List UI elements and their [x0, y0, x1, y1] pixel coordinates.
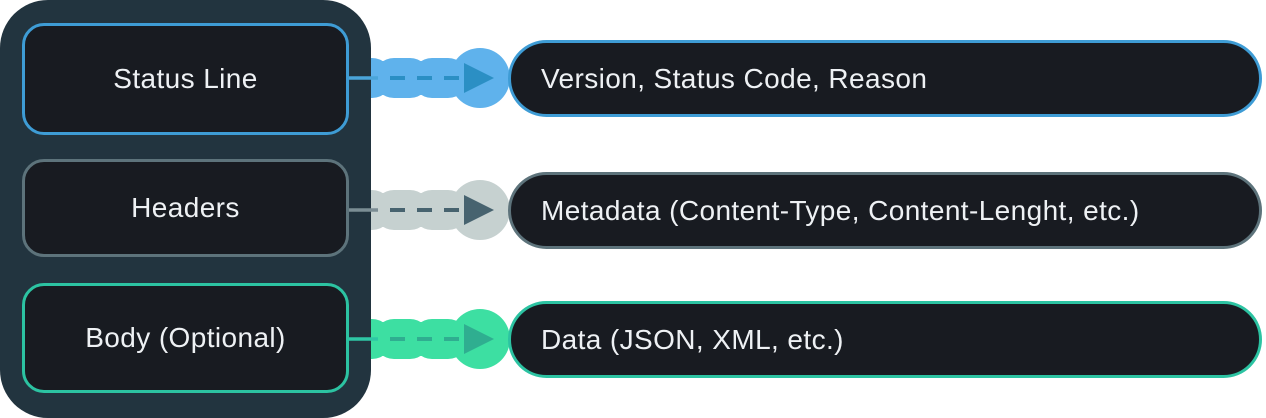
source-box-body: Body (Optional)	[22, 283, 349, 393]
target-pill-body: Data (JSON, XML, etc.)	[508, 301, 1262, 378]
arrow-status-line	[349, 63, 494, 93]
arrow-body	[349, 324, 494, 354]
target-pill-headers: Metadata (Content-Type, Content-Lenght, …	[508, 172, 1262, 249]
source-label-headers: Headers	[131, 192, 240, 223]
response-structure-panel: Status Line Headers Body (Optional)	[0, 0, 371, 418]
arrowhead-icon	[464, 63, 494, 93]
target-label-headers: Metadata (Content-Type, Content-Lenght, …	[541, 194, 1140, 226]
source-box-status-line: Status Line	[22, 23, 349, 135]
source-box-headers: Headers	[22, 159, 349, 257]
target-pill-status-line: Version, Status Code, Reason	[508, 40, 1262, 117]
source-label-status-line: Status Line	[113, 63, 258, 94]
arrow-headers	[349, 195, 494, 225]
arrowhead-icon	[464, 324, 494, 354]
arrowhead-icon	[464, 195, 494, 225]
source-label-body: Body (Optional)	[85, 322, 286, 353]
target-label-status-line: Version, Status Code, Reason	[541, 62, 928, 94]
target-label-body: Data (JSON, XML, etc.)	[541, 323, 844, 355]
